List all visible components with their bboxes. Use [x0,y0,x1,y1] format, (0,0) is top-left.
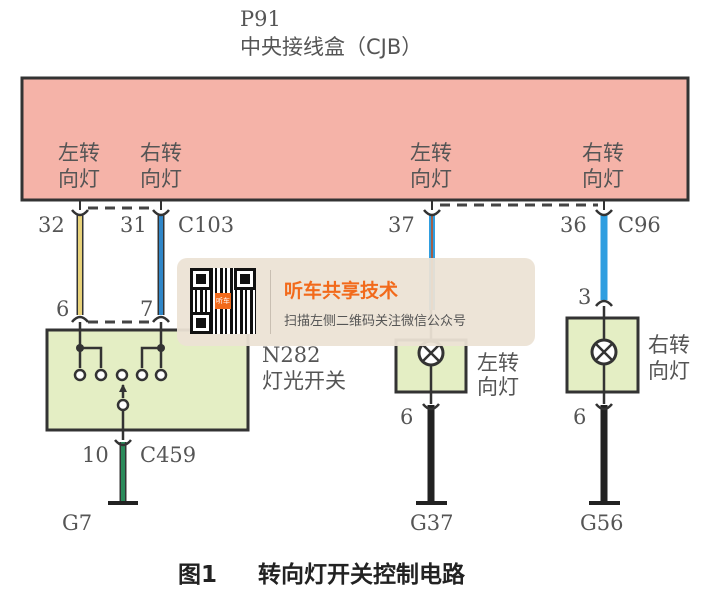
divider [270,270,271,334]
connector-name: C459 [140,443,196,467]
switch-code: N282 [262,343,320,367]
lamp-label: 向灯 [477,375,519,399]
module-code: P91 [240,7,281,31]
pin-number: 32 [38,213,65,237]
ground-label: G7 [62,511,92,535]
lamp-label: 右转 [648,333,690,357]
pin-label: 向灯 [582,167,624,191]
light-switch-n282: N282 灯光开关 [45,322,346,440]
cjb-module-box [20,76,690,202]
lamp-label: 向灯 [648,359,690,383]
pin-number: 6 [573,405,586,429]
module-name: 中央接线盒（CJB） [240,35,422,59]
ground-symbols: G7 G37 G56 [62,501,624,535]
pin-label: 右转 [140,141,182,165]
pin-number: 7 [140,297,153,321]
pin-label: 向灯 [58,167,100,191]
figure-title: 转向灯开关控制电路 [258,561,466,588]
pin-number: 10 [82,443,109,467]
connector-forks [71,209,613,447]
pin-label: 向灯 [140,167,182,191]
pin-number: 6 [400,405,413,429]
connector-name: C103 [178,213,234,237]
wechat-promo-overlay[interactable]: 听车 听车共享技术 扫描左侧二维码关注微信公众号 [177,258,535,346]
connector-labels: 32 31 C103 6 7 37 36 C96 3 10 C459 [38,213,661,467]
ground-label: G37 [410,511,454,535]
qr-code[interactable]: 听车 [190,268,256,334]
pin-label: 向灯 [410,167,452,191]
ground-label: G56 [580,511,624,535]
pin-number: 36 [560,213,587,237]
promo-title: 听车共享技术 [284,280,399,302]
pin-number: 31 [120,213,147,237]
figure-number: 图1 [178,562,217,588]
connector-name: C96 [618,213,661,237]
pin-number: 6 [56,297,69,321]
pin-label: 左转 [58,141,100,165]
pin-number: 3 [578,285,591,309]
lamp-label: 左转 [477,351,519,375]
connector-dashed-lines [88,203,598,324]
qr-logo: 听车 [215,293,231,309]
pin-label: 右转 [582,141,624,165]
switch-name: 灯光开关 [262,369,346,393]
promo-subtitle: 扫描左侧二维码关注微信公众号 [284,314,467,329]
pin-number: 37 [388,213,415,237]
pin-label: 左转 [410,141,452,165]
